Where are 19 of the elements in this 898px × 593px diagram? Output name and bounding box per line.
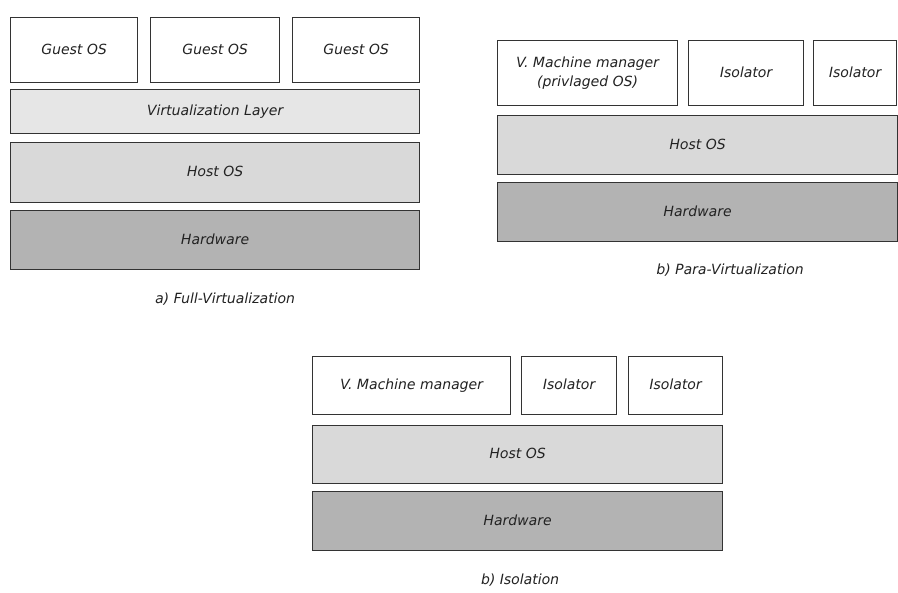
diagram-caption: b) Para-Virtualization	[656, 262, 804, 278]
host-os-box: Host OS	[497, 115, 898, 175]
hardware-box: Hardware	[497, 182, 898, 242]
hardware-box: Hardware	[312, 491, 723, 551]
isolator-box: Isolator	[813, 40, 897, 106]
hardware-box: Hardware	[10, 210, 420, 270]
guest-os-box: Guest OS	[150, 17, 280, 83]
machine-manager-box: V. Machine manager	[312, 356, 511, 415]
guest-os-box: Guest OS	[10, 17, 138, 83]
virtualization-layer-box: Virtualization Layer	[10, 89, 420, 134]
guest-os-box: Guest OS	[292, 17, 420, 83]
isolator-box: Isolator	[628, 356, 723, 415]
host-os-box: Host OS	[312, 425, 723, 484]
diagram-caption: a) Full-Virtualization	[155, 291, 295, 307]
host-os-box: Host OS	[10, 142, 420, 203]
diagram-caption: b) Isolation	[480, 572, 560, 588]
isolator-box: Isolator	[688, 40, 804, 106]
isolator-box: Isolator	[521, 356, 617, 415]
machine-manager-box: V. Machine manager (privlaged OS)	[497, 40, 678, 106]
